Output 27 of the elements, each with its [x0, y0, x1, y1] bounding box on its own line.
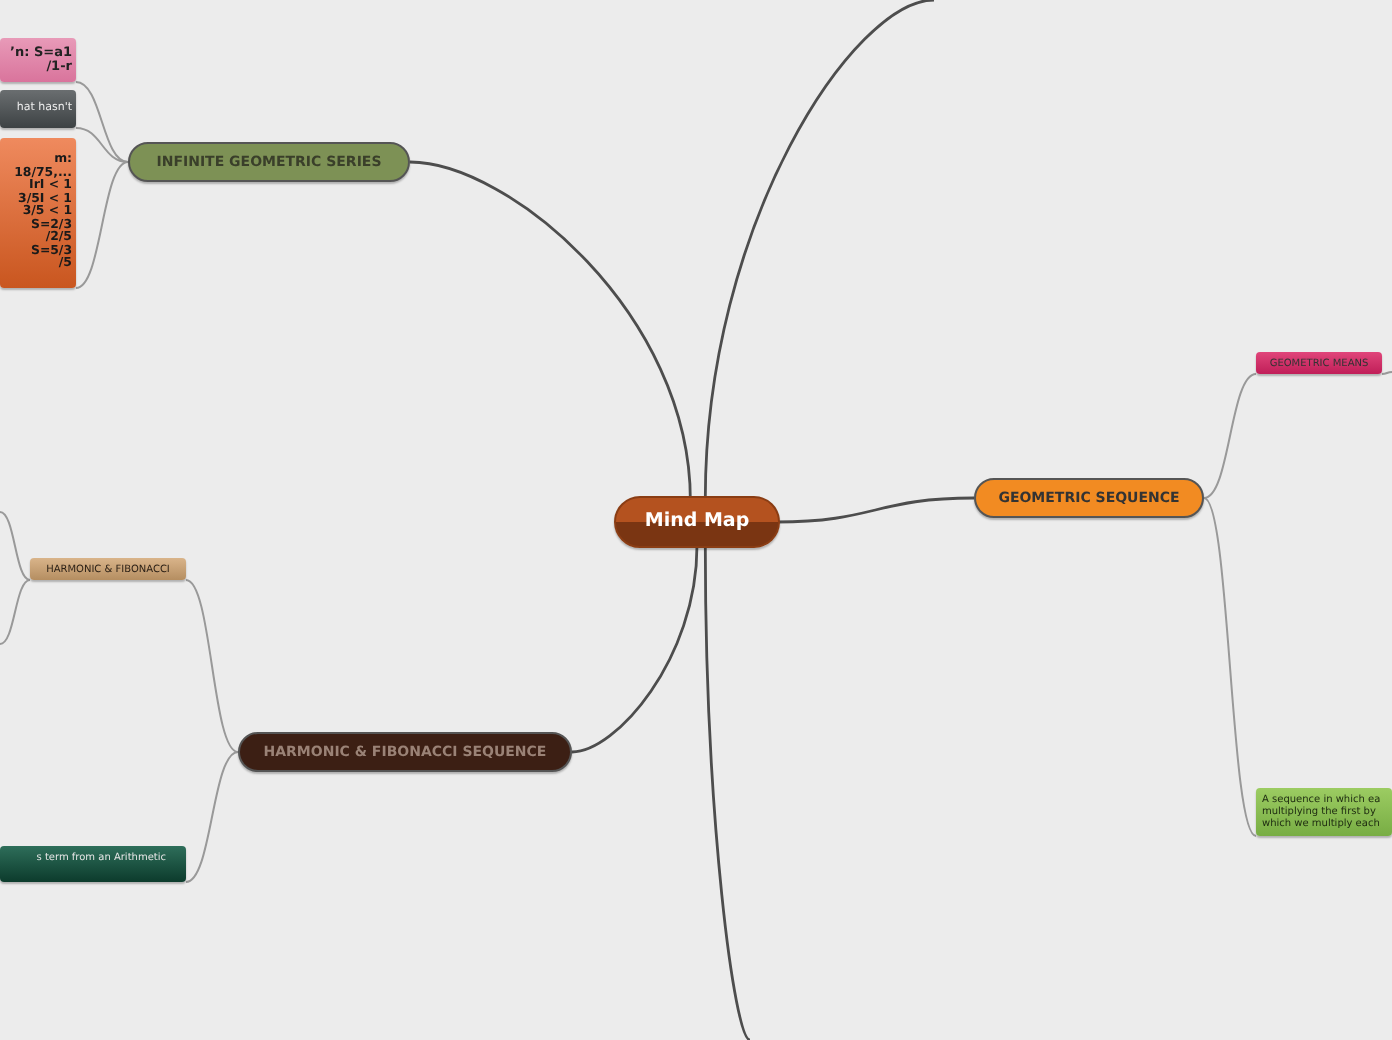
note-card [0, 38, 76, 82]
connector-line [75, 127, 129, 163]
connector-line [776, 496, 975, 524]
connector-line [185, 579, 239, 753]
note-card [0, 138, 76, 288]
connector-line [75, 161, 129, 289]
subtopic-label [1256, 352, 1382, 374]
connector-line [571, 545, 699, 754]
topic-pill [238, 732, 572, 772]
note-card [0, 846, 186, 882]
topic-pill [974, 478, 1204, 518]
note-card [0, 90, 76, 128]
connector-line [1203, 497, 1257, 837]
connector-line [1381, 371, 1392, 375]
connector-line [0, 579, 31, 645]
connector-line [409, 160, 692, 501]
note-card [1256, 788, 1392, 836]
central-topic [614, 496, 780, 548]
topic-pill [128, 142, 410, 182]
connector-line [703, 545, 752, 1040]
connector-line [1203, 373, 1257, 499]
connector-line [75, 81, 129, 163]
connector-line [703, 0, 935, 499]
connector-line [0, 511, 31, 581]
node-text: Mind Map [642, 510, 752, 534]
connector-line [185, 751, 239, 883]
subtopic-label [30, 558, 186, 580]
